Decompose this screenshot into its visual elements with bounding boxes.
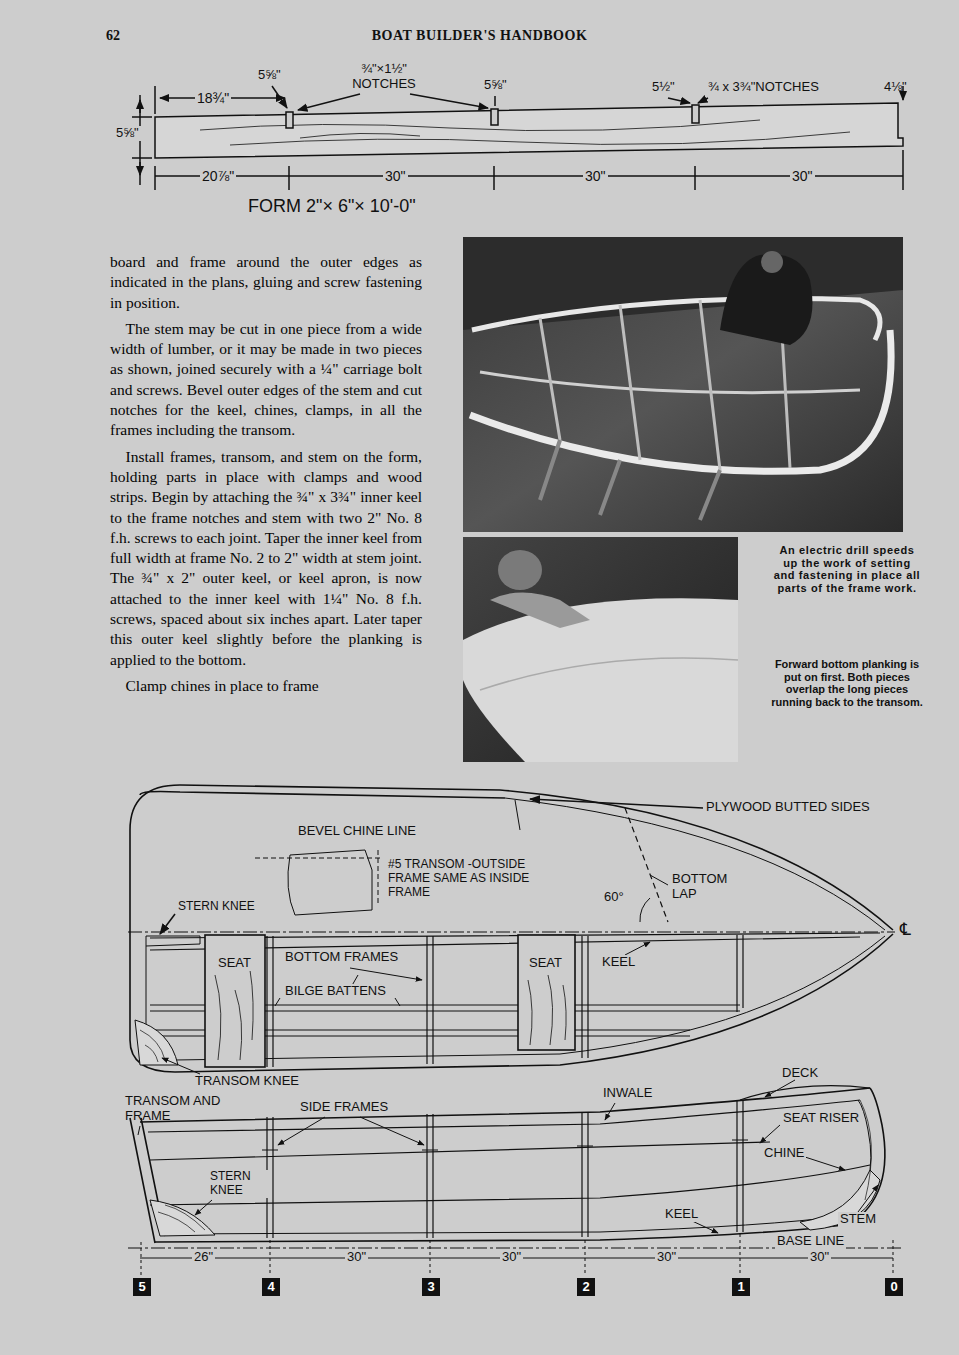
photo-frame [463, 237, 903, 532]
drawing-title: FORM 2"× 6"× 10'-0" [248, 196, 416, 217]
dimension-label: 5⅝" [258, 68, 281, 83]
part-label: BASE LINE [775, 1234, 846, 1249]
body-paragraph: board and frame around the outer edges a… [110, 252, 422, 313]
page-number: 62 [106, 28, 120, 44]
dimension-label: 30" [500, 1250, 523, 1265]
part-label: CHINE [762, 1146, 806, 1161]
plan-view [128, 785, 895, 1074]
dimension-label: 26" [192, 1250, 215, 1265]
part-label: DECK [782, 1066, 818, 1081]
dimension-label: 30" [583, 168, 608, 184]
body-paragraph: Install frames, transom, and stem on the… [110, 447, 422, 670]
dimension-label: 30" [383, 168, 408, 184]
dimension-label: 30" [790, 168, 815, 184]
station-number: 3 [422, 1278, 440, 1296]
part-label: STERN KNEE [176, 900, 257, 914]
part-label: PLYWOOD BUTTED SIDES [706, 800, 870, 815]
dimension-label: 5⅝" [484, 78, 507, 93]
body-paragraph: Clamp chines in place to frame [110, 676, 422, 696]
part-label: BOTTOM FRAMES [283, 950, 400, 965]
part-label: KEEL [663, 1207, 700, 1222]
part-label: INWALE [603, 1086, 652, 1101]
part-label: SEAT RISER [781, 1111, 861, 1126]
dimension-label: 5½" [652, 80, 675, 95]
dimension-label: 20⅞" [200, 168, 236, 184]
angle-label: 60° [604, 890, 624, 905]
photo-planking [463, 537, 738, 762]
part-label: STERN KNEE [208, 1170, 272, 1198]
form-drawing [132, 86, 903, 190]
station-number: 4 [262, 1278, 280, 1296]
part-label: BEVEL CHINE LINE [298, 824, 416, 839]
note-label: #5 TRANSOM -OUTSIDE FRAME SAME AS INSIDE… [388, 858, 538, 899]
dimension-label: ¾"×1½" NOTCHES [343, 62, 425, 92]
part-label: TRANSOM AND FRAME [125, 1094, 240, 1124]
body-paragraph: The stem may be cut in one piece from a … [110, 319, 422, 441]
dimension-label: 30" [655, 1250, 678, 1265]
profile-view [128, 1080, 902, 1276]
part-label: SEAT [527, 956, 564, 971]
centerline-symbol: ℄ [900, 920, 911, 940]
dimension-label: ¾ x 3¾"NOTCHES [708, 80, 819, 95]
photo-caption: An electric drill speeds up the work of … [771, 544, 923, 595]
part-label: SEAT [216, 956, 253, 971]
part-label: KEEL [600, 955, 637, 970]
dimension-label: 5⅝" [114, 126, 141, 141]
part-label: TRANSOM KNEE [195, 1074, 299, 1089]
dimension-label: 30" [808, 1250, 831, 1265]
part-label: SIDE FRAMES [300, 1100, 388, 1115]
dimension-label: 4⅛" [884, 80, 907, 95]
part-label: BILGE BATTENS [283, 984, 388, 999]
station-number: 0 [885, 1278, 903, 1296]
station-number: 1 [732, 1278, 750, 1296]
text-column: board and frame around the outer edges a… [110, 252, 422, 702]
dimension-label: 30" [345, 1250, 368, 1265]
photo-caption: Forward bottom planking is put on first.… [771, 658, 923, 709]
running-head: BOAT BUILDER'S HANDBOOK [0, 28, 959, 44]
dimension-label: 18¾" [195, 90, 231, 106]
station-number: 2 [577, 1278, 595, 1296]
station-number: 5 [133, 1278, 151, 1296]
part-label: BOTTOM LAP [672, 872, 742, 902]
part-label: STEM [838, 1212, 878, 1227]
